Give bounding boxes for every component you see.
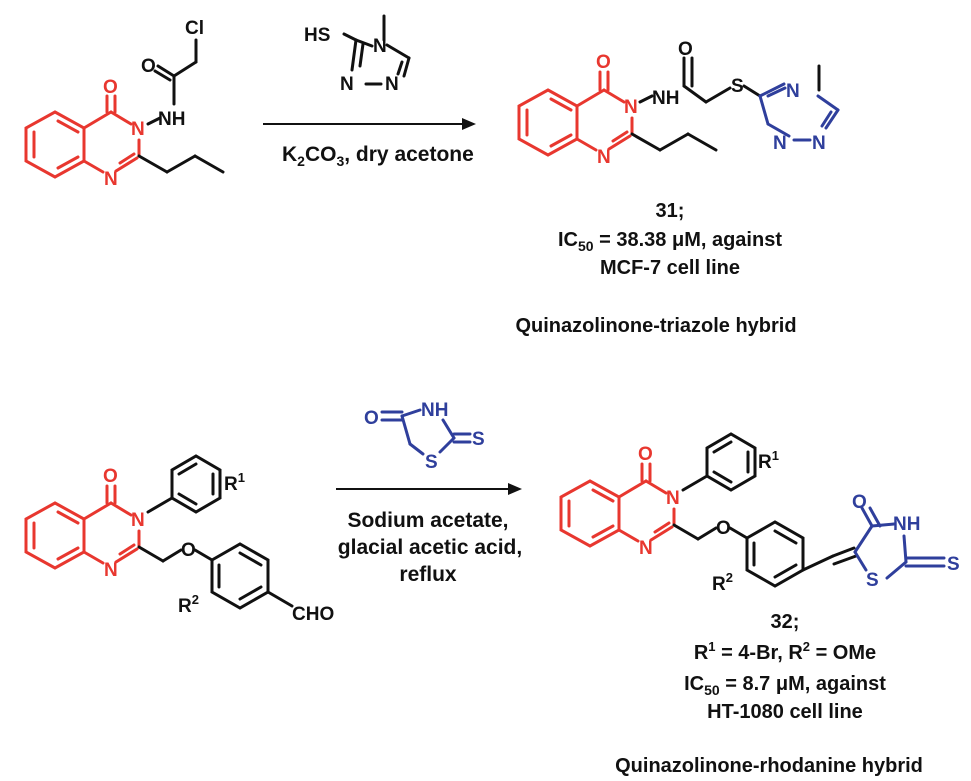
scheme2-hybrid-label: Quinazolinone-rhodanine hybrid: [615, 755, 923, 777]
atom-s-thioether: S: [731, 76, 744, 97]
product-32-structure: [559, 432, 946, 588]
atom-n-ring-a: N: [340, 74, 354, 95]
atom-n1: N: [597, 147, 611, 168]
scheme2-starting-material-atoms: O N N O R1 R2 CHO: [103, 466, 334, 625]
atom-n3: N: [666, 488, 680, 509]
atom-rh-nh: NH: [421, 400, 448, 421]
atom-n-methyl: N: [786, 81, 800, 102]
atom-rh-s-ring: S: [866, 570, 879, 591]
atom-n1: N: [104, 169, 118, 190]
atom-rh-o: O: [852, 492, 867, 513]
atom-n3: N: [131, 510, 145, 531]
atom-n1: N: [104, 560, 118, 581]
atom-r2: R2: [712, 570, 733, 595]
product-31-structure: [517, 56, 840, 157]
product-31-number: 31;: [656, 200, 685, 222]
scheme1-reagent-atoms: HS N N N: [304, 25, 399, 95]
atom-o-ether: O: [716, 518, 731, 539]
atom-n3: N: [131, 119, 145, 140]
atom-nh: NH: [158, 109, 185, 130]
product-32-atoms: O N N O R1 R2 O NH S S: [638, 444, 960, 595]
atom-o-ether: O: [181, 540, 196, 561]
atom-o-quinazolinone: O: [596, 52, 611, 73]
atom-r2: R2: [178, 592, 199, 617]
atom-r1: R1: [224, 470, 245, 495]
atom-o-quinazolinone: O: [103, 77, 118, 98]
product-31-cell-line: MCF-7 cell line: [600, 257, 740, 279]
scheme1-reagent-triazolethiol: [342, 14, 411, 86]
scheme2-conditions-line2: glacial acetic acid,: [338, 536, 522, 559]
atom-r1: R1: [758, 448, 779, 473]
scheme1-starting-material-atoms: Cl O NH O N N: [103, 18, 204, 190]
scheme2-reagent-rhodanine: [380, 408, 472, 456]
atom-cl: Cl: [185, 18, 204, 39]
product-32-cell-line: HT-1080 cell line: [707, 701, 863, 723]
scheme1-starting-material: [24, 38, 225, 179]
scheme2-reaction-arrow: [336, 483, 522, 495]
atom-n-ring-a: N: [773, 133, 787, 154]
atom-o-quinazolinone: O: [103, 466, 118, 487]
product-32-number: 32;: [771, 611, 800, 633]
scheme1-hybrid-label: Quinazolinone-triazole hybrid: [515, 315, 796, 337]
product-32-ic50: IC50 = 8.7 μM, against: [684, 673, 886, 698]
atom-n-ring-b: N: [385, 74, 399, 95]
atom-rh-s-exo: S: [472, 429, 485, 450]
scheme2-conditions-line1: Sodium acetate,: [347, 509, 508, 532]
atom-o-quinazolinone: O: [638, 444, 653, 465]
atom-rh-s-ring: S: [425, 452, 438, 473]
scheme2-reagent-atoms: O NH S S: [364, 400, 485, 473]
atom-rh-s-exo: S: [947, 554, 960, 575]
atom-rh-o: O: [364, 408, 379, 429]
atom-o-carbonyl: O: [141, 56, 156, 77]
atom-o-carbonyl: O: [678, 39, 693, 60]
atom-cho: CHO: [292, 604, 334, 625]
product-31-ic50: IC50 = 38.38 μM, against: [558, 229, 782, 254]
atom-n-ring-b: N: [812, 133, 826, 154]
product-31-atoms: O N N NH O S N N N: [596, 39, 826, 168]
product-32-substituents: R1 = 4-Br, R2 = OMe: [694, 639, 876, 664]
atom-nh: NH: [652, 88, 679, 109]
atom-n-methyl: N: [373, 36, 387, 57]
atom-n1: N: [639, 538, 653, 559]
atom-rh-nh: NH: [893, 514, 920, 535]
scheme1-reagent-conditions: K2CO3, dry acetone: [282, 143, 474, 169]
scheme1-reaction-arrow: [263, 118, 476, 130]
scheme2-starting-material: [24, 454, 294, 610]
atom-n3: N: [624, 97, 638, 118]
atom-hs: HS: [304, 25, 330, 46]
scheme2-conditions-line3: reflux: [399, 563, 457, 586]
